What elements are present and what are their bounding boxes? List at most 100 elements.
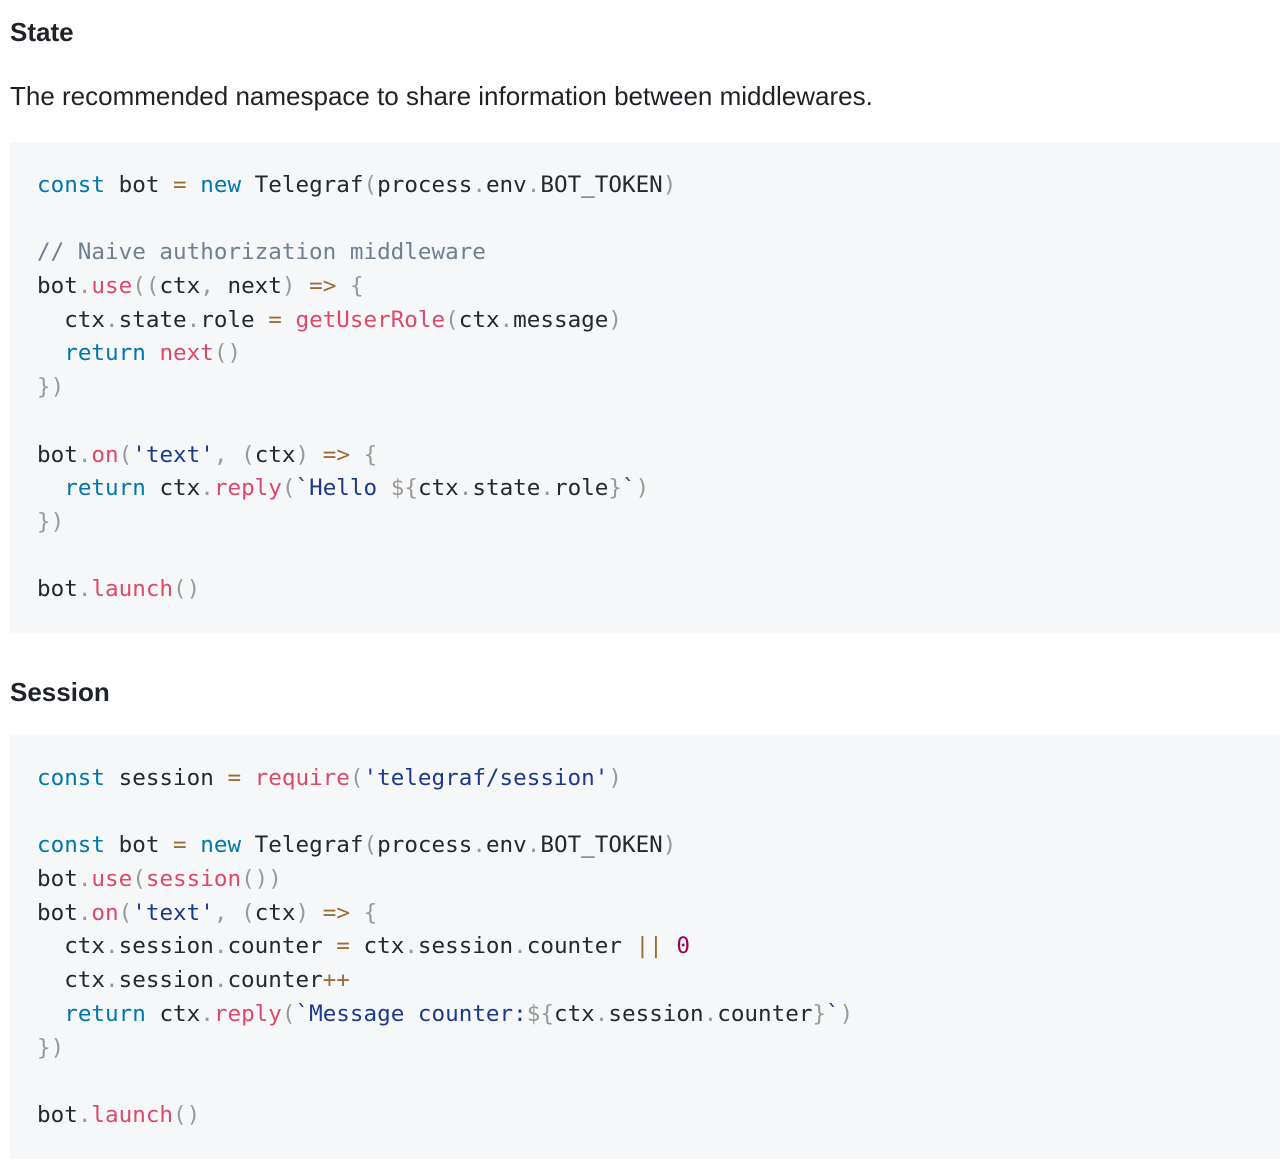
code-token: return: [64, 1000, 146, 1027]
code-token: =>: [322, 899, 350, 926]
code-token: =: [268, 306, 282, 333]
code-token: const: [37, 765, 106, 791]
code-token: .: [77, 899, 92, 926]
code-token: [37, 340, 64, 366]
code-line: }): [37, 506, 1280, 540]
code-token: ctx: [37, 306, 106, 333]
code-token: ): [662, 832, 677, 859]
code-token: =: [227, 765, 242, 791]
code-token: bot: [105, 172, 174, 198]
code-line: }): [37, 371, 1280, 405]
code-token: on: [91, 899, 119, 926]
code-token: on: [91, 441, 119, 468]
code-token: }: [608, 475, 623, 502]
code-token: require: [254, 765, 350, 791]
code-line: ctx.state.role = getUserRole(ctx.message…: [37, 304, 1280, 338]
code-token: session: [608, 1000, 704, 1027]
code-token: Telegraf: [241, 172, 364, 198]
code-token: .: [105, 933, 119, 960]
code-line: bot.launch(): [37, 1099, 1280, 1133]
code-line: return ctx.reply(`Hello ${ctx.state.role…: [37, 472, 1280, 506]
code-token: bot: [37, 576, 78, 603]
code-token: next: [213, 273, 282, 300]
code-token: [37, 1001, 64, 1027]
code-token: (): [213, 340, 242, 367]
code-token: bot: [37, 273, 78, 300]
code-token: counter: [227, 967, 323, 994]
code-token: new: [200, 832, 242, 859]
code-token: `Hello: [295, 475, 391, 502]
code-token: .: [200, 1000, 214, 1027]
code-token: ctx: [458, 306, 500, 333]
code-token: }): [37, 374, 65, 401]
code-token: session: [118, 967, 214, 994]
code-token: ): [295, 441, 310, 468]
code-token: next: [159, 340, 214, 367]
code-token: [146, 340, 160, 366]
code-token: counter: [227, 933, 337, 960]
code-token: ): [608, 306, 622, 333]
code-line: const bot = new Telegraf(process.env.BOT…: [37, 829, 1280, 863]
code-token: ++: [322, 967, 350, 994]
code-line: const bot = new Telegraf(process.env.BOT…: [37, 169, 1280, 203]
code-token: bot: [37, 899, 78, 926]
code-line: return ctx.reply(`Message counter:${ctx.…: [37, 998, 1280, 1032]
code-token: bot: [37, 441, 78, 468]
code-token: =>: [322, 441, 350, 468]
code-token: .: [526, 172, 541, 198]
code-token: env: [485, 832, 527, 859]
code-line: ctx.session.counter++: [37, 964, 1280, 998]
code-token: .: [458, 475, 473, 502]
code-line: bot.launch(): [37, 573, 1280, 607]
session-heading: Session: [10, 677, 110, 707]
code-token: .: [499, 306, 514, 333]
code-token: // Naive authorization middleware: [37, 239, 486, 266]
code-line: bot.on('text', (ctx) => {: [37, 897, 1280, 931]
code-token: [336, 273, 350, 299]
code-token: launch: [91, 1101, 174, 1128]
code-token: const: [37, 832, 106, 859]
code-token: `: [622, 475, 636, 502]
code-token: 'text': [132, 899, 214, 926]
code-token: (: [241, 441, 255, 468]
code-token: state: [118, 306, 187, 333]
code-token: [663, 933, 677, 959]
code-token: launch: [91, 576, 174, 603]
code-token: }: [812, 1000, 827, 1027]
code-token: use: [91, 273, 133, 300]
code-token: ): [839, 1000, 854, 1027]
code-token: return: [64, 475, 146, 502]
code-line: ​: [37, 1065, 1280, 1099]
code-token: ((: [132, 273, 160, 300]
code-token: `: [826, 1000, 840, 1027]
state-heading: State: [10, 17, 74, 47]
code-token: BOT_TOKEN: [540, 172, 663, 198]
code-token: `Message counter:: [295, 1000, 527, 1027]
code-token: .: [472, 172, 486, 198]
code-token: =>: [309, 273, 337, 300]
code-token: =: [336, 933, 350, 960]
code-token: ctx: [553, 1000, 595, 1027]
code-line: ​: [37, 405, 1280, 439]
code-token: {: [363, 899, 378, 926]
code-token: return: [64, 340, 146, 367]
code-token: [187, 172, 201, 198]
code-token: .: [540, 475, 554, 502]
code-token: counter: [717, 1000, 813, 1027]
code-token: (): [173, 576, 201, 603]
code-token: const: [37, 172, 106, 198]
code-token: .: [594, 1000, 609, 1027]
code-token: ctx: [37, 967, 106, 994]
code-token: [296, 273, 310, 299]
code-token: bot: [37, 1101, 78, 1128]
code-token: (: [132, 866, 146, 893]
code-token: [350, 442, 364, 468]
code-token: ctx: [145, 1000, 201, 1027]
code-token: [350, 900, 364, 926]
code-token: (: [281, 475, 296, 502]
code-token: ,: [200, 273, 214, 300]
code-line: ctx.session.counter = ctx.session.counte…: [37, 930, 1280, 964]
code-token: bot: [37, 866, 78, 893]
code-token: message: [513, 306, 609, 333]
code-token: role: [553, 475, 609, 502]
